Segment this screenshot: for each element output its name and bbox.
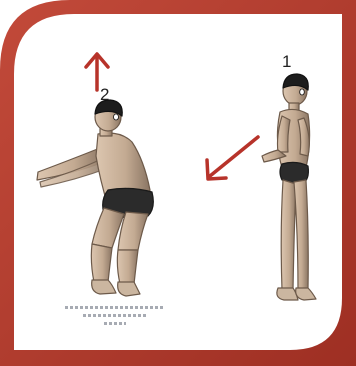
caption-line [65,306,165,309]
arrow-down-left-icon [207,137,258,179]
standing-figure [262,74,316,300]
squatting-figure [37,100,153,296]
step-number-standing: 1 [282,53,291,70]
caption-line [104,322,126,325]
caption-placeholder [60,306,170,330]
step-number-squatting: 2 [100,86,109,103]
caption-line [83,314,147,317]
